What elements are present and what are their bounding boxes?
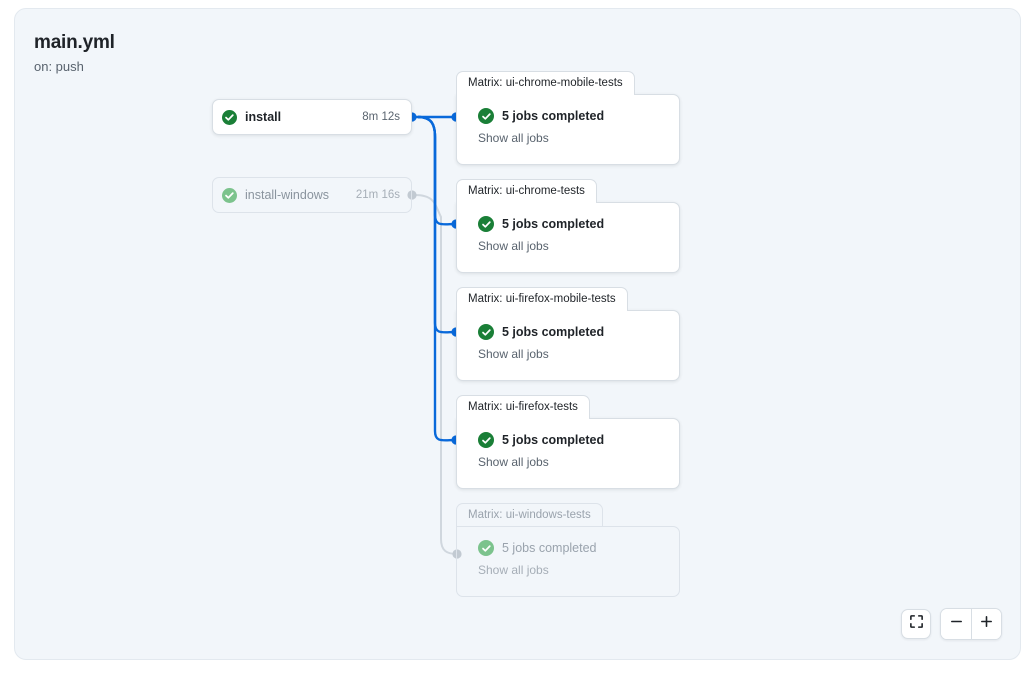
show-all-jobs-link[interactable]: Show all jobs (478, 347, 549, 361)
matrix-summary-row: 5 jobs completed (478, 540, 679, 556)
minus-icon (949, 614, 964, 634)
matrix-summary-label: 5 jobs completed (502, 541, 597, 555)
matrix-group-ui-chrome-tests[interactable]: Matrix: ui-chrome-tests 5 jobs completed… (456, 179, 680, 273)
plus-icon (979, 614, 994, 634)
matrix-group-ui-chrome-mobile-tests[interactable]: Matrix: ui-chrome-mobile-tests 5 jobs co… (456, 71, 680, 165)
matrix-group-body[interactable]: 5 jobs completed Show all jobs (456, 526, 680, 597)
matrix-group-body[interactable]: 5 jobs completed Show all jobs (456, 310, 680, 381)
job-node-install-windows[interactable]: install-windows 21m 16s (212, 177, 412, 213)
edge-install-to-chrome (417, 115, 457, 226)
matrix-group-label: Matrix: ui-chrome-tests (456, 179, 597, 203)
workflow-trigger: on: push (34, 59, 84, 74)
matrix-group-label: Matrix: ui-firefox-mobile-tests (456, 287, 628, 311)
canvas-controls (901, 608, 1002, 640)
matrix-summary-label: 5 jobs completed (502, 109, 605, 123)
matrix-group-ui-windows-tests[interactable]: Matrix: ui-windows-tests 5 jobs complete… (456, 503, 680, 597)
page-title: main.yml (34, 32, 115, 53)
matrix-group-label: Matrix: ui-chrome-mobile-tests (456, 71, 635, 95)
matrix-summary-label: 5 jobs completed (502, 433, 605, 447)
job-node-install[interactable]: install 8m 12s (212, 99, 412, 135)
matrix-group-body[interactable]: 5 jobs completed Show all jobs (456, 418, 680, 489)
matrix-summary-row: 5 jobs completed (478, 108, 679, 124)
check-circle-icon (222, 109, 237, 125)
workflow-canvas[interactable]: main.yml on: push (14, 8, 1021, 660)
job-duration-label: 21m 16s (355, 189, 400, 201)
check-circle-icon (478, 324, 494, 340)
check-circle-icon (478, 216, 494, 232)
matrix-group-ui-firefox-mobile-tests[interactable]: Matrix: ui-firefox-mobile-tests 5 jobs c… (456, 287, 680, 381)
matrix-summary-row: 5 jobs completed (478, 216, 679, 232)
check-circle-icon (478, 108, 494, 124)
job-name-label: install-windows (245, 188, 330, 202)
matrix-group-label: Matrix: ui-firefox-tests (456, 395, 590, 419)
edge-install-to-firefox (417, 115, 457, 442)
show-all-jobs-link[interactable]: Show all jobs (478, 131, 549, 145)
check-circle-icon (222, 187, 237, 203)
show-all-jobs-link[interactable]: Show all jobs (478, 455, 549, 469)
check-circle-icon (478, 432, 494, 448)
zoom-out-button[interactable] (941, 609, 971, 639)
zoom-in-button[interactable] (971, 609, 1001, 639)
fit-screen-icon (909, 614, 924, 634)
zoom-button-group (940, 608, 1002, 640)
fit-screen-button[interactable] (901, 609, 931, 639)
matrix-group-ui-firefox-tests[interactable]: Matrix: ui-firefox-tests 5 jobs complete… (456, 395, 680, 489)
show-all-jobs-link[interactable]: Show all jobs (478, 239, 549, 253)
matrix-summary-label: 5 jobs completed (502, 325, 605, 339)
show-all-jobs-link[interactable]: Show all jobs (478, 563, 549, 577)
matrix-summary-label: 5 jobs completed (502, 217, 605, 231)
matrix-group-label: Matrix: ui-windows-tests (456, 503, 603, 527)
edge-install-windows (414, 194, 458, 555)
job-name-label: install (245, 110, 282, 124)
matrix-group-body[interactable]: 5 jobs completed Show all jobs (456, 202, 680, 273)
matrix-summary-row: 5 jobs completed (478, 432, 679, 448)
matrix-summary-row: 5 jobs completed (478, 324, 679, 340)
workflow-header: main.yml on: push (34, 31, 115, 77)
matrix-group-body[interactable]: 5 jobs completed Show all jobs (456, 94, 680, 165)
edge-install-to-firefox-mobile (417, 115, 457, 334)
job-duration-label: 8m 12s (362, 111, 400, 123)
check-circle-icon (478, 540, 494, 556)
